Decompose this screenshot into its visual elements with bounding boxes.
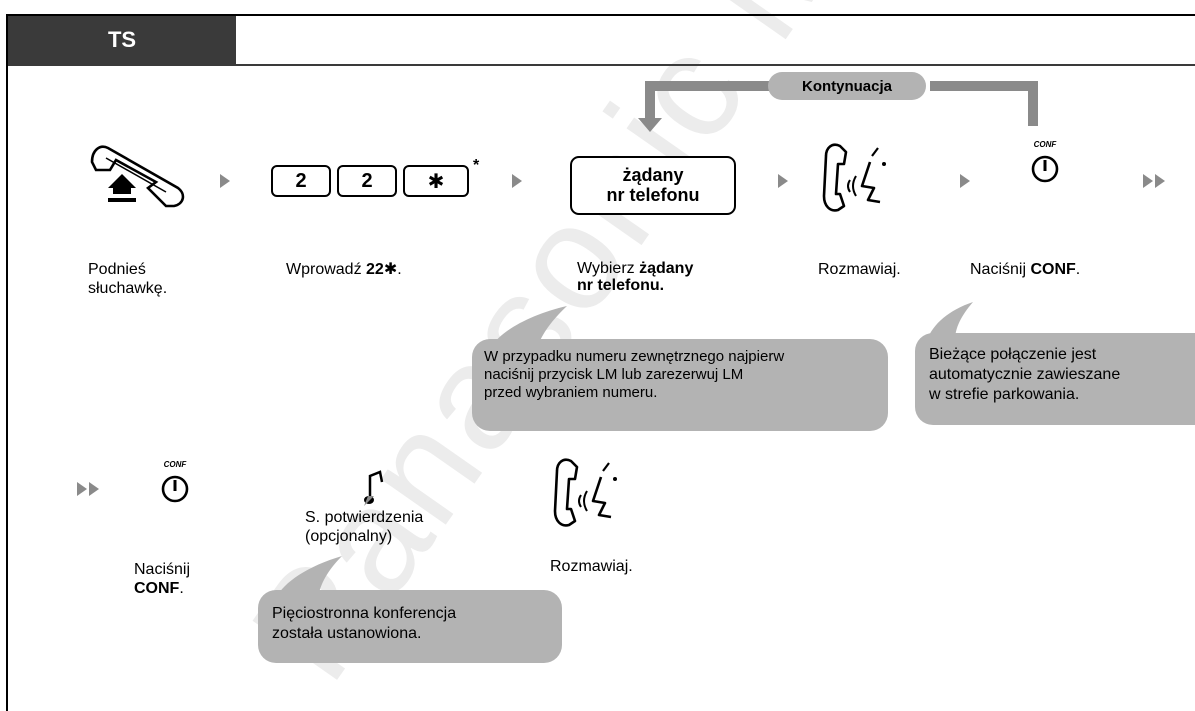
note-outside-line-1: W przypadku numeru zewnętrznego najpierw (484, 348, 785, 365)
key-2-first: 2 (271, 165, 331, 197)
key-2-second: 2 (337, 165, 397, 197)
note-conference-2: została ustanowiona. (272, 625, 422, 642)
dial-number-bold2: nr telefonu. (577, 277, 665, 294)
press-conf-prefix: Naciśnij (970, 261, 1031, 278)
step-press-conf-2-label: Naciśnij CONF. (134, 560, 190, 598)
press-conf-2-bold: CONF (134, 580, 180, 597)
ts-tab: TS (8, 16, 236, 64)
step-confirmation-tone-label: S. potwierdzenia (opcjonalny) (305, 508, 423, 546)
conf-caption: CONF (1033, 140, 1057, 149)
continue-arrow (1155, 174, 1165, 188)
desired-number-line1: żądany (622, 165, 684, 185)
step-dial-code-label: Wprowadź 22✱. (286, 260, 402, 279)
step-talk-label: Rozmawiaj. (818, 261, 901, 278)
note-parking-1: Bieżące połączenie jest (929, 346, 1097, 363)
note-parking-3: w strefie parkowania. (929, 386, 1080, 403)
dial-number-bold1: żądany (639, 260, 694, 277)
continuation-label: Kontynuacja (768, 72, 926, 100)
desired-number-line2: nr telefonu (606, 185, 700, 205)
note-parking: Bieżące połączenie jest automatycznie za… (915, 333, 1195, 425)
press-conf-2-suffix: . (179, 580, 184, 597)
dial-number-prefix: Wybierz (577, 260, 640, 277)
conf-button-icon: CONF (1020, 140, 1070, 200)
step-talk-2-label: Rozmawiaj. (550, 558, 633, 575)
step-dial-number-label: Wybierz żądany nr telefonu. (577, 260, 693, 294)
diagram-frame (6, 14, 1195, 711)
dial-code-suffix: . (397, 261, 402, 278)
dial-code-prefix: Wprowadź (286, 261, 367, 278)
music-note-icon (364, 470, 384, 506)
note-outside-line-3: przed wybraniem numeru. (484, 384, 658, 401)
key-star: ✱ (403, 165, 469, 197)
note-conference: Pięciostronna konferencja została ustano… (258, 590, 562, 663)
note-conference-pointer (276, 556, 342, 598)
press-conf-suffix: . (1075, 261, 1081, 278)
step-arrow (220, 174, 230, 188)
ts-header-line (8, 64, 1195, 66)
step-lift-label: Podnieś słuchawkę. (88, 260, 167, 298)
continue-arrow (89, 482, 99, 496)
handset-off-hook-icon (90, 145, 185, 208)
confirmation-tone-line2: (opcjonalny) (305, 528, 393, 545)
step-arrow (778, 174, 788, 188)
note-outside-line-pointer (492, 306, 567, 346)
step-arrow (960, 174, 970, 188)
power-button-icon (161, 475, 189, 503)
power-button-icon (1031, 155, 1059, 183)
conf-caption-2: CONF (163, 460, 187, 469)
step-arrow (512, 174, 522, 188)
note-parking-2: automatycznie zawieszane (929, 366, 1121, 383)
press-conf-2-line1: Naciśnij (134, 561, 191, 578)
step-lift-label-line1: Podnieś (88, 261, 146, 278)
continue-arrow (77, 482, 87, 496)
note-outside-line: W przypadku numeru zewnętrznego najpierw… (472, 339, 888, 431)
step-lift-label-line2: słuchawkę. (88, 280, 168, 297)
desired-number-box: żądany nr telefonu (570, 156, 736, 215)
press-conf-bold: CONF (1030, 261, 1076, 278)
ts-tab-label: TS (107, 27, 137, 52)
superscript-asterisk: * (473, 157, 480, 174)
note-conference-1: Pięciostronna konferencja (272, 605, 457, 622)
step-press-conf-label: Naciśnij CONF. (970, 260, 1080, 279)
talk-icon (822, 143, 886, 212)
conf-button-icon: CONF (150, 460, 200, 520)
note-parking-pointer (927, 302, 973, 340)
continue-arrow (1143, 174, 1153, 188)
note-outside-line-2: naciśnij przycisk LM lub zarezerwuj LM (484, 366, 744, 383)
confirmation-tone-line1: S. potwierdzenia (305, 509, 424, 526)
continuation-arrow (638, 81, 1038, 132)
dial-code-bold: 22✱ (366, 261, 398, 278)
talk-icon (553, 458, 617, 527)
